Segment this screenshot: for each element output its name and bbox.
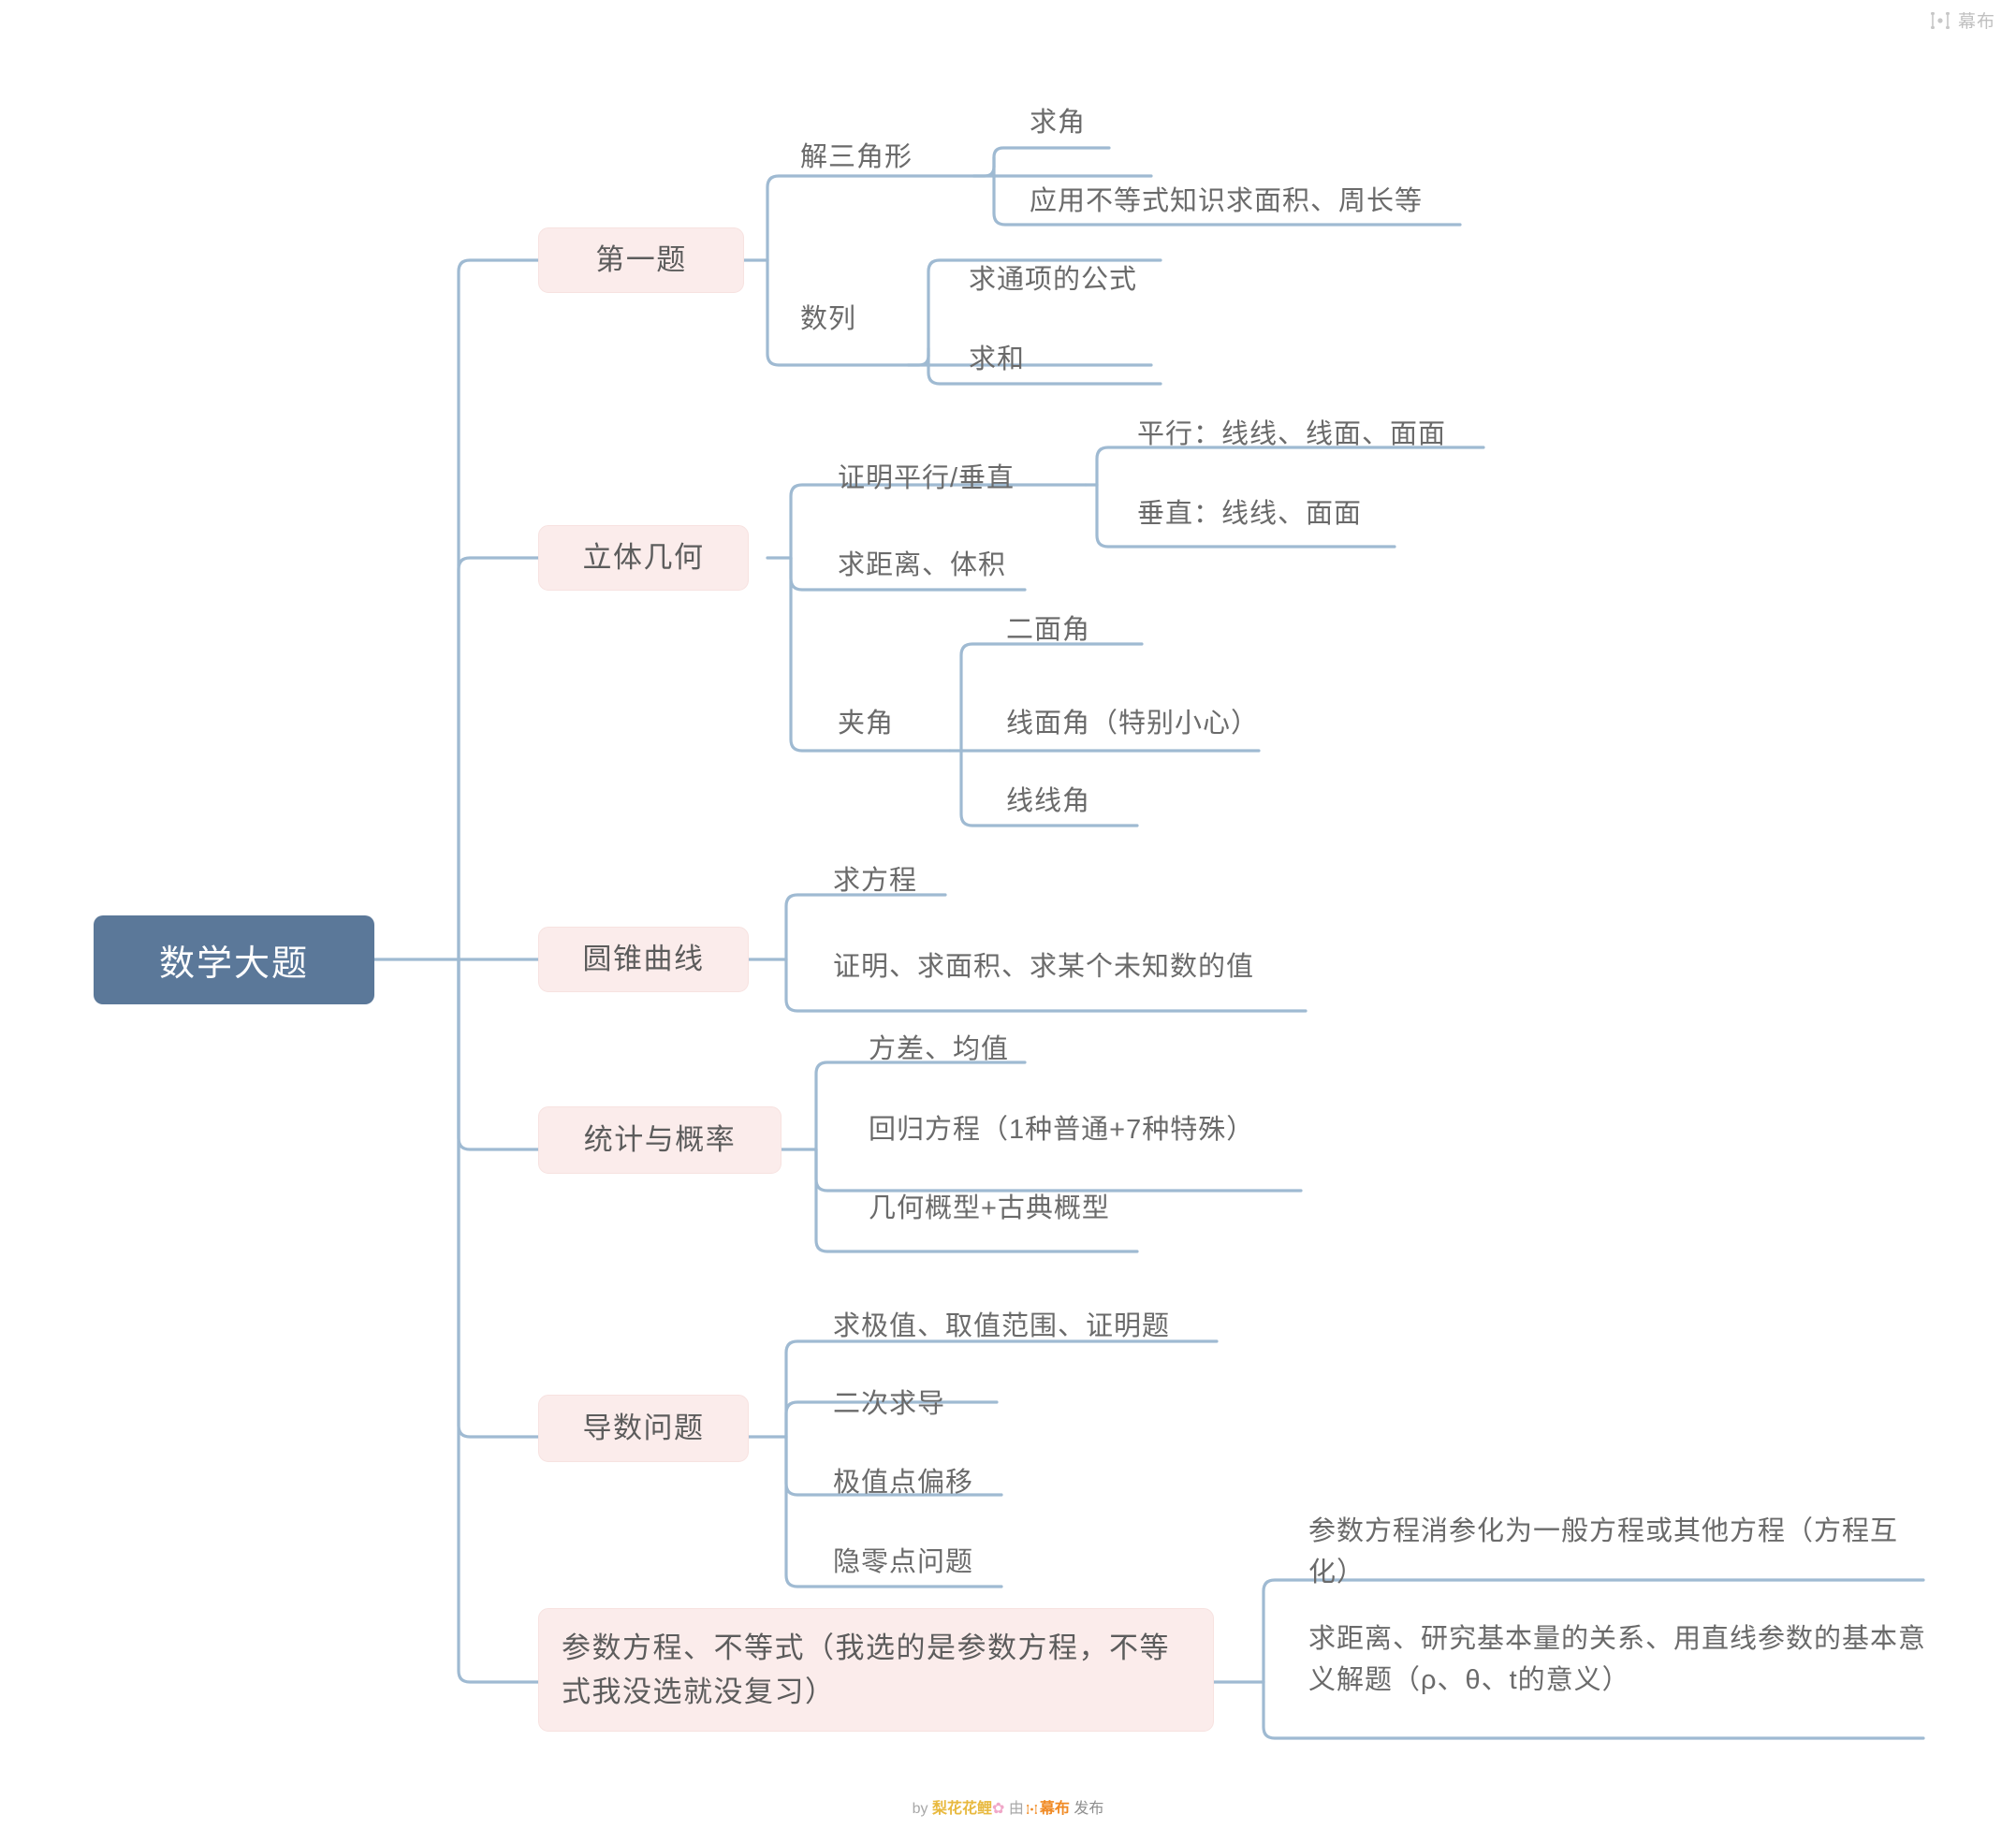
- topic-label: 二面角: [1006, 615, 1091, 645]
- branch-node-4[interactable]: 统计与概率: [538, 1106, 782, 1174]
- topic-node-erciqiudao[interactable]: 二次求导: [833, 1384, 945, 1426]
- topic-node-zhengmingqiumianji[interactable]: 证明、求面积、求某个未知数的值: [833, 947, 1254, 988]
- topic-label: 应用不等式知识求面积、周长等: [1030, 186, 1424, 216]
- branch-node-6[interactable]: 参数方程、不等式（我选的是参数方程，不等式我没选就没复习）: [538, 1608, 1214, 1732]
- branch-node-1[interactable]: 第一题: [538, 227, 744, 293]
- topic-node-xianmianjiao[interactable]: 线面角（特别小心）: [1006, 704, 1259, 745]
- topic-label: 隐零点问题: [833, 1547, 974, 1577]
- branch-node-5[interactable]: 导数问题: [538, 1395, 749, 1462]
- topic-node-jizhidianpianyi[interactable]: 极值点偏移: [833, 1463, 973, 1504]
- topic-node-qiujulitiji[interactable]: 求距离、体积: [838, 546, 1006, 587]
- topic-label: 线线角: [1006, 786, 1091, 816]
- topic-label: 求角: [1030, 108, 1087, 138]
- topic-node-yinlingdian[interactable]: 隐零点问题: [833, 1543, 973, 1584]
- mindmap-root-node[interactable]: 数学大题: [94, 915, 374, 1004]
- footer-mubu[interactable]: 幕布: [1039, 1801, 1070, 1817]
- topic-label: 求和: [969, 344, 1026, 374]
- branch-node-2[interactable]: 立体几何: [538, 525, 749, 591]
- footer-publish: 发布: [1074, 1801, 1104, 1817]
- topic-node-chuizhi[interactable]: 垂直：线线、面面: [1137, 494, 1362, 535]
- topic-label: 求距离、研究基本量的关系、用直线参数的基本意义解题（ρ、θ、t的意义）: [1308, 1624, 1927, 1695]
- brand-header: 幕布: [1929, 7, 1995, 33]
- branch-label-2: 立体几何: [582, 540, 705, 574]
- branch-label-1: 第一题: [595, 242, 687, 276]
- topic-label: 几何概型+古典概型: [869, 1193, 1110, 1223]
- topic-node-yingyongbudengshi[interactable]: 应用不等式知识求面积、周长等: [1030, 182, 1423, 223]
- topic-label: 数列: [800, 304, 857, 334]
- topic-node-qiujiao[interactable]: 求角: [1030, 103, 1086, 144]
- topic-label: 夹角: [838, 709, 895, 739]
- topic-label: 求距离、体积: [838, 550, 1007, 580]
- mubu-logo-icon: [1026, 1805, 1037, 1814]
- topic-node-huiguifangcheng[interactable]: 回归方程（1种普通+7种特殊）: [869, 1110, 1254, 1151]
- topic-node-qiujizhi[interactable]: 求极值、取值范围、证明题: [833, 1307, 1170, 1348]
- branch-node-3[interactable]: 圆锥曲线: [538, 927, 749, 992]
- topic-node-qiutongxiang[interactable]: 求通项的公式: [969, 260, 1137, 301]
- topic-label: 证明、求面积、求某个未知数的值: [833, 952, 1255, 982]
- flower-icon: ✿: [992, 1801, 1005, 1817]
- topic-label: 参数方程消参化为一般方程或其他方程（方程互化）: [1308, 1516, 1899, 1588]
- branch-label-6: 参数方程、不等式（我选的是参数方程，不等式我没选就没复习）: [562, 1631, 1170, 1708]
- topic-label: 证明平行/垂直: [838, 463, 1015, 493]
- topic-label: 极值点偏移: [833, 1468, 974, 1498]
- topic-node-jiajiao[interactable]: 夹角: [838, 704, 894, 745]
- topic-node-qiuhe[interactable]: 求和: [969, 340, 1025, 381]
- branch-label-4: 统计与概率: [583, 1122, 737, 1156]
- topic-node-jihegailixing[interactable]: 几何概型+古典概型: [869, 1189, 1110, 1230]
- topic-node-qiujuliyanjiu[interactable]: 求距离、研究基本量的关系、用直线参数的基本意义解题（ρ、θ、t的意义）: [1308, 1619, 1926, 1701]
- topic-node-canshufangchengxiaocan[interactable]: 参数方程消参化为一般方程或其他方程（方程互化）: [1308, 1512, 1926, 1593]
- topic-label: 二次求导: [833, 1389, 946, 1419]
- topic-node-pingxing[interactable]: 平行：线线、线面、面面: [1137, 415, 1446, 456]
- topic-node-xianxianjiao[interactable]: 线线角: [1006, 782, 1090, 823]
- branch-label-3: 圆锥曲线: [582, 942, 705, 975]
- footer-credit: by 梨花花鲤✿ 由幕布 发布: [0, 1795, 2016, 1818]
- topic-label: 回归方程（1种普通+7种特殊）: [869, 1115, 1255, 1145]
- topic-node-fangchajunzhi[interactable]: 方差、均值: [869, 1030, 1009, 1071]
- footer-by: by: [912, 1801, 928, 1817]
- root-label: 数学大题: [158, 944, 309, 984]
- topic-node-ermianjiao[interactable]: 二面角: [1006, 610, 1090, 651]
- topic-label: 求极值、取值范围、证明题: [833, 1311, 1171, 1341]
- footer-author: 梨花花鲤: [931, 1801, 992, 1817]
- branch-label-5: 导数问题: [582, 1411, 705, 1444]
- brand-name: 幕布: [1957, 12, 1995, 32]
- topic-label: 线面角（特别小心）: [1006, 709, 1260, 739]
- footer-you: 由: [1008, 1801, 1024, 1817]
- topic-label: 求方程: [833, 866, 918, 896]
- topic-label: 平行：线线、线面、面面: [1137, 419, 1447, 449]
- topic-label: 垂直：线线、面面: [1137, 499, 1363, 529]
- topic-label: 求通项的公式: [969, 265, 1138, 295]
- topic-node-jiesanjiaoxing[interactable]: 解三角形: [800, 138, 913, 179]
- topic-label: 解三角形: [800, 142, 913, 172]
- mubu-logo-icon: [1930, 11, 1950, 29]
- topic-node-zhengmingpingxingchuizhi[interactable]: 证明平行/垂直: [838, 459, 1015, 500]
- topic-node-qiufangcheng[interactable]: 求方程: [833, 861, 917, 902]
- topic-label: 方差、均值: [869, 1034, 1010, 1064]
- topic-node-shulie[interactable]: 数列: [800, 300, 856, 341]
